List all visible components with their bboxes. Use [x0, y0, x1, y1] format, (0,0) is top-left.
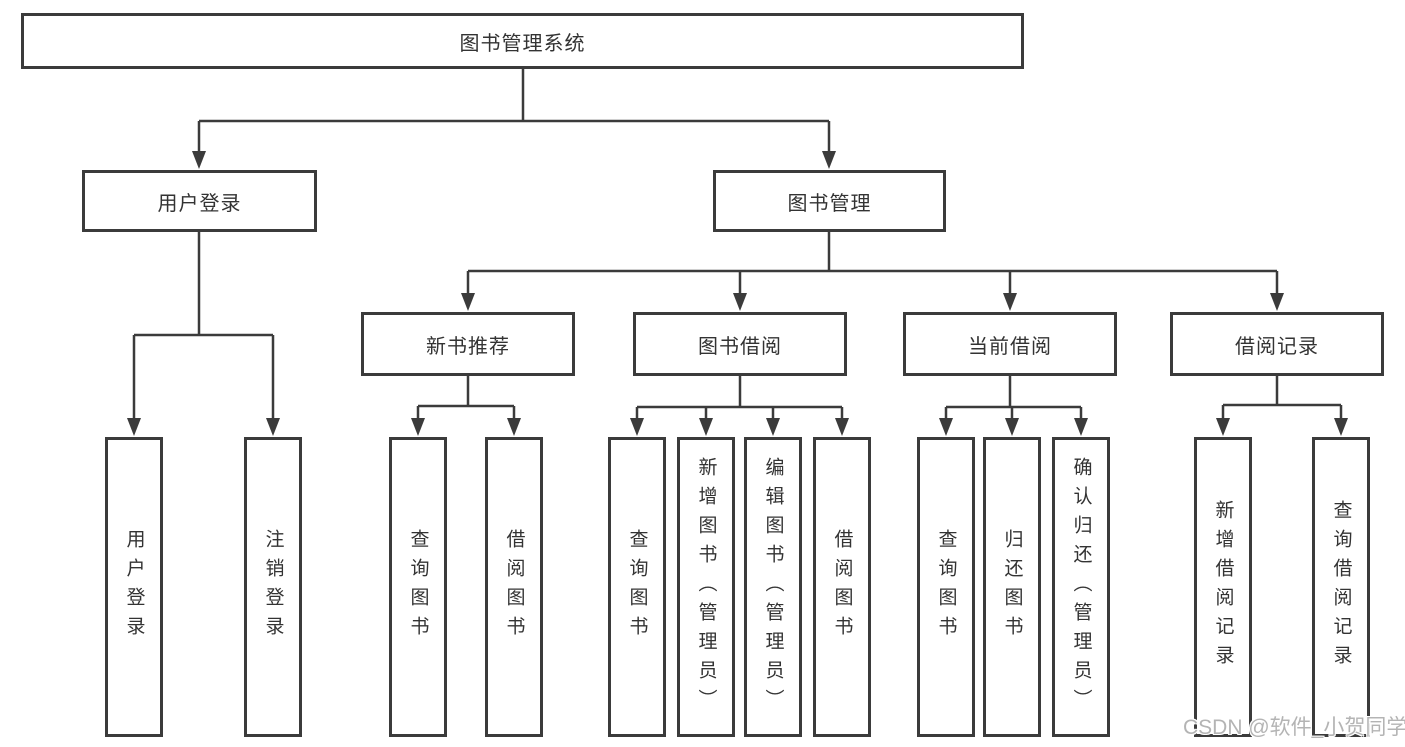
leaf-add-books-admin-label: 新增图书（管理员）	[695, 456, 717, 718]
node-new-book-recommendation-label: 新书推荐	[426, 335, 510, 358]
leaf-edit-books-admin: 编辑图书（管理员）	[744, 437, 802, 737]
leaf-recommend-query-books-label: 查询图书	[407, 529, 429, 645]
node-new-book-recommendation: 新书推荐	[361, 312, 575, 376]
node-borrowing-records-label: 借阅记录	[1235, 335, 1319, 358]
connector-borrow-records-children	[1221, 375, 1343, 421]
node-current-borrowing-label: 当前借阅	[968, 335, 1052, 358]
connector-user-login-children	[132, 231, 275, 421]
leaf-add-borrow-record-label: 新增借阅记录	[1212, 500, 1234, 674]
leaf-current-query-books-label: 查询图书	[935, 529, 957, 645]
node-root: 图书管理系统	[21, 13, 1024, 69]
leaf-borrow-query-books-label: 查询图书	[626, 529, 648, 645]
leaf-recommend-borrow-books-label: 借阅图书	[503, 529, 525, 645]
leaf-recommend-borrow-books: 借阅图书	[485, 437, 543, 737]
leaf-borrow-books: 借阅图书	[813, 437, 871, 737]
node-current-borrowing: 当前借阅	[903, 312, 1117, 376]
leaf-edit-books-admin-label: 编辑图书（管理员）	[762, 456, 784, 718]
leaf-borrow-query-books: 查询图书	[608, 437, 666, 737]
leaf-confirm-return-admin-label: 确认归还（管理员）	[1070, 456, 1092, 718]
leaf-logout-label: 注销登录	[262, 529, 284, 645]
leaf-borrow-books-label: 借阅图书	[831, 529, 853, 645]
connector-new-book-children	[416, 375, 516, 421]
leaf-user-login-label: 用户登录	[123, 529, 145, 645]
leaf-recommend-query-books: 查询图书	[389, 437, 447, 737]
node-user-login: 用户登录	[82, 170, 317, 232]
leaf-query-borrow-record: 查询借阅记录	[1312, 437, 1370, 737]
node-book-management-label: 图书管理	[787, 192, 872, 215]
node-book-borrowing-label: 图书借阅	[698, 335, 782, 358]
csdn-watermark: CSDN @软件_小贺同学	[1183, 716, 1405, 739]
leaf-logout: 注销登录	[244, 437, 302, 737]
leaf-query-borrow-record-label: 查询借阅记录	[1330, 500, 1352, 674]
node-root-label: 图书管理系统	[459, 32, 586, 55]
leaf-confirm-return-admin: 确认归还（管理员）	[1052, 437, 1110, 737]
connector-book-management-children	[466, 231, 1279, 296]
leaf-add-books-admin: 新增图书（管理员）	[677, 437, 735, 737]
leaf-return-books: 归还图书	[983, 437, 1041, 737]
leaf-add-borrow-record: 新增借阅记录	[1194, 437, 1252, 737]
node-borrowing-records: 借阅记录	[1170, 312, 1384, 376]
connector-current-borrow-children	[944, 375, 1083, 421]
node-user-login-label: 用户登录	[157, 192, 242, 215]
node-book-borrowing: 图书借阅	[633, 312, 847, 376]
leaf-user-login: 用户登录	[105, 437, 163, 737]
leaf-return-books-label: 归还图书	[1001, 529, 1023, 645]
node-book-management: 图书管理	[713, 170, 946, 232]
connector-book-borrow-children	[635, 375, 844, 421]
connector-root-to-level2	[197, 66, 831, 154]
leaf-current-query-books: 查询图书	[917, 437, 975, 737]
